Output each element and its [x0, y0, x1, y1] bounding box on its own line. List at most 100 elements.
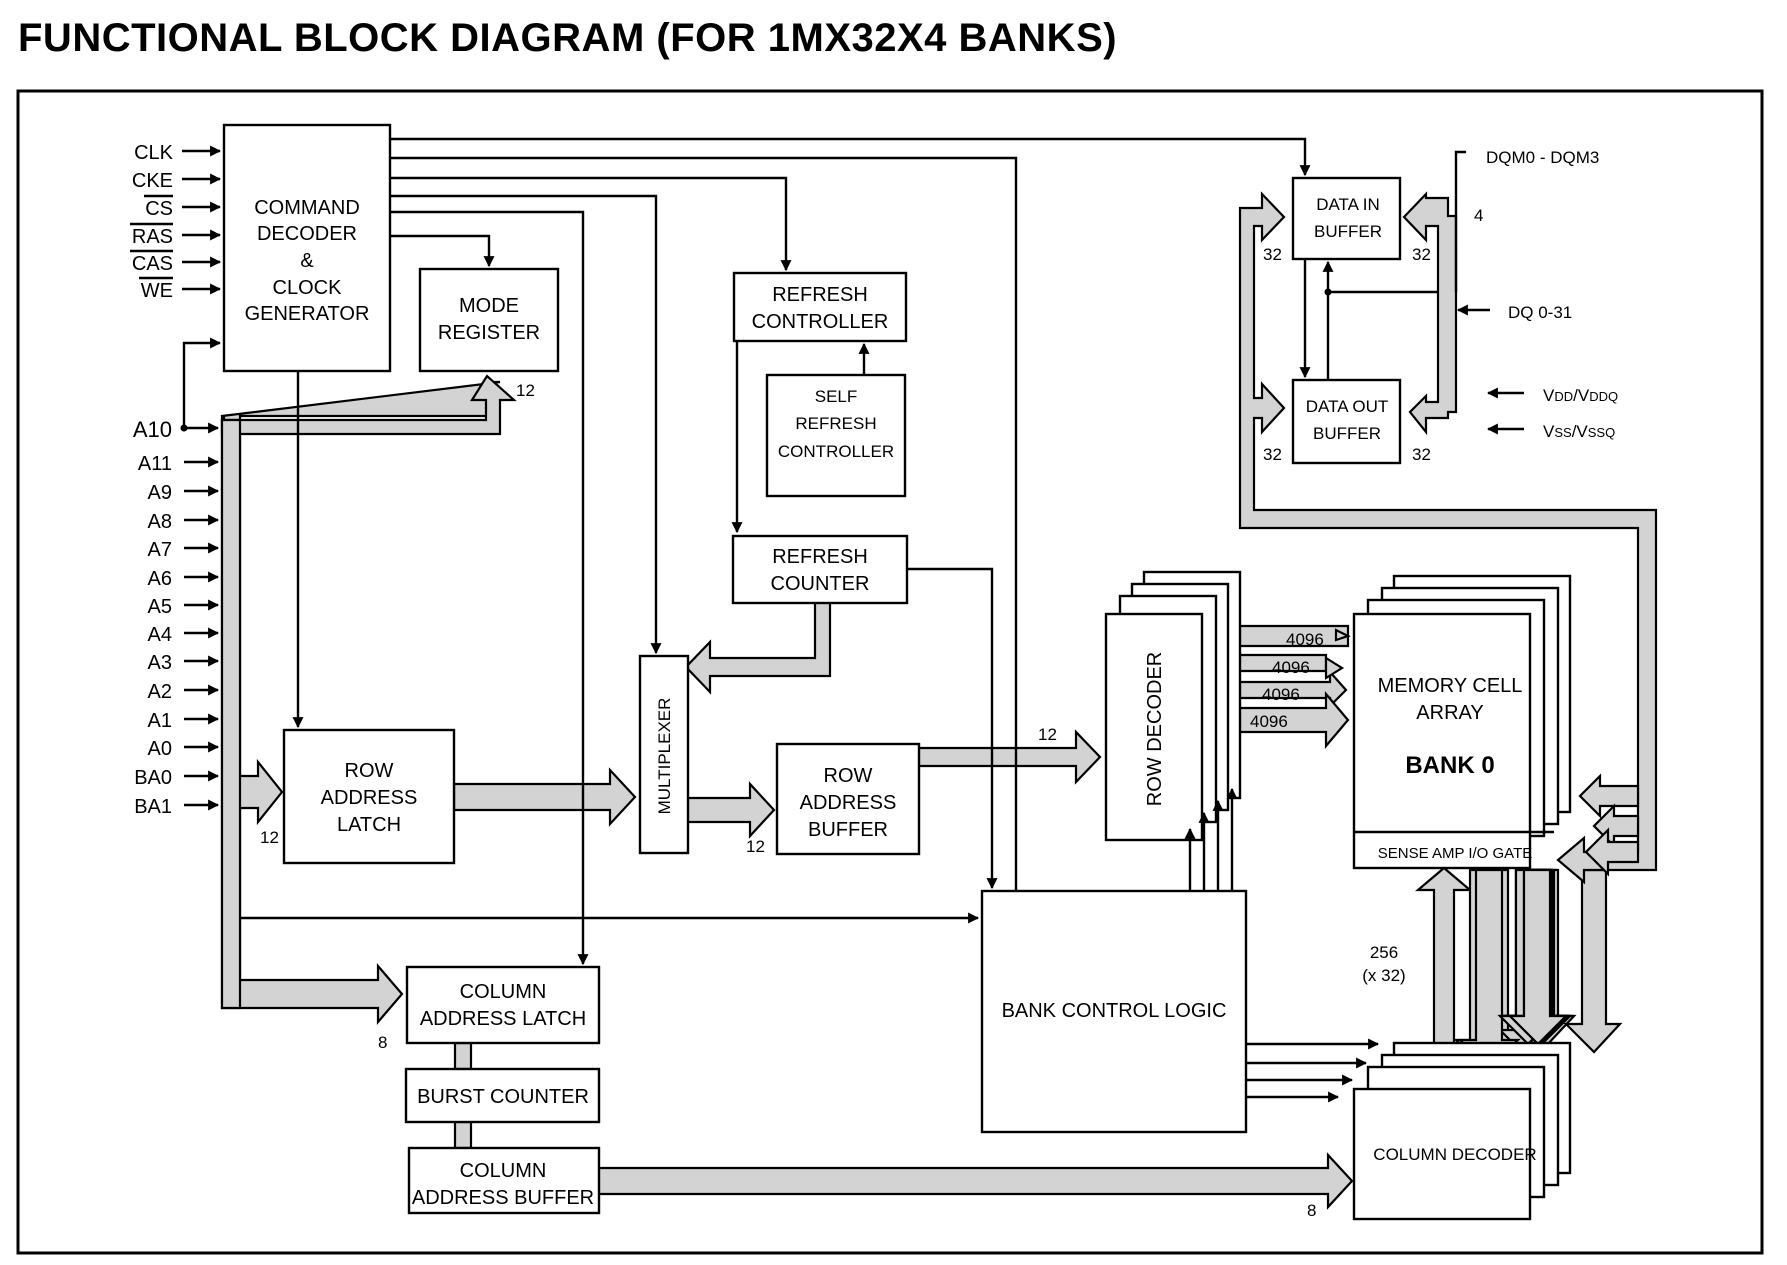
- vss-label: VSS/VSSQ: [1543, 422, 1615, 441]
- cmd-to-mux-line: [390, 194, 662, 655]
- multiplexer: MULTIPLEXER: [638, 654, 690, 855]
- bank-control-logic: BANK CONTROL LOGIC: [980, 889, 1248, 1134]
- row-decoder-label: ROW DECODER: [1144, 652, 1166, 806]
- bank-label: BANK 0: [1405, 752, 1494, 779]
- svg-text:A2: A2: [148, 681, 172, 703]
- svg-text:A4: A4: [148, 624, 172, 646]
- svg-text:MEMORY CELL: MEMORY CELL: [1378, 675, 1523, 697]
- svg-text:BUFFER: BUFFER: [808, 819, 888, 841]
- latch-to-mux-bus: [452, 767, 637, 827]
- svg-text:32: 32: [1263, 245, 1282, 264]
- svg-text:SELF: SELF: [815, 387, 858, 406]
- column-bus-21: [1507, 868, 1569, 1046]
- cke-label: CKE: [132, 170, 173, 192]
- svg-text:A8: A8: [148, 511, 172, 533]
- svg-text:COMMAND: COMMAND: [254, 197, 360, 219]
- row-bus-2-head: [1324, 656, 1345, 680]
- svg-text:BUFFER: BUFFER: [1314, 222, 1382, 241]
- control-input-arrows: [182, 145, 222, 295]
- svg-text:ADDRESS BUFFER: ADDRESS BUFFER: [412, 1187, 594, 1209]
- svg-text:LATCH: LATCH: [337, 814, 401, 836]
- svg-text:COUNTER: COUNTER: [771, 573, 870, 595]
- self-refresh-controller: SELF REFRESH CONTROLLER: [765, 373, 907, 498]
- address-labels: A10 A11 A9 A8 A7 A6 A5 A4 A3 A2 A1 A0 BA…: [133, 417, 172, 818]
- svg-text:COLUMN DECODER: COLUMN DECODER: [1373, 1145, 1536, 1164]
- svg-text:DECODER: DECODER: [257, 223, 357, 245]
- memory-array-stack: MEMORY CELL ARRAY BANK 0 SENSE AMP I/O G…: [1352, 574, 1572, 870]
- page-title: FUNCTIONAL BLOCK DIAGRAM (FOR 1MX32X4 BA…: [18, 16, 1118, 60]
- cs-label: CS: [145, 198, 173, 220]
- svg-text:CONTROLLER: CONTROLLER: [778, 442, 894, 461]
- svg-text:ARRAY: ARRAY: [1416, 702, 1483, 724]
- svg-text:A7: A7: [148, 539, 172, 561]
- svg-text:&: &: [300, 250, 314, 272]
- svg-text:ADDRESS: ADDRESS: [800, 792, 897, 814]
- bank-to-coldec-lines: [1246, 1038, 1380, 1103]
- address-input-arrows: [184, 422, 220, 811]
- svg-text:ROW: ROW: [824, 765, 873, 787]
- svg-text:BANK CONTROL LOGIC: BANK CONTROL LOGIC: [1002, 1000, 1227, 1022]
- cmd-to-column-latch-line: [390, 210, 589, 966]
- data-out-buffer: DATA OUT BUFFER: [1291, 378, 1402, 465]
- svg-text:12: 12: [1038, 725, 1057, 744]
- svg-text:CONTROLLER: CONTROLLER: [752, 311, 889, 333]
- svg-text:BA1: BA1: [134, 796, 172, 818]
- dq-label: DQ 0-31: [1508, 303, 1572, 322]
- sense-amp-label: SENSE AMP I/O GATE: [1378, 845, 1533, 862]
- bus-width-labels: 12 12 12 12 4096 4096 4096 4096 8 8 256 …: [260, 206, 1483, 1220]
- counter-to-mux-bus: [684, 600, 832, 695]
- coladdr-to-coldec-bus: [596, 1152, 1354, 1210]
- command-decoder: COMMAND DECODER & CLOCK GENERATOR: [222, 123, 392, 373]
- sense-bus-3: [1584, 827, 1640, 877]
- svg-text:A6: A6: [148, 568, 172, 590]
- svg-text:4096: 4096: [1250, 712, 1288, 731]
- a10-feedback-line: [182, 337, 222, 428]
- diagram-frame: [16, 89, 1764, 1255]
- data-loop-bus: [1238, 191, 1658, 885]
- svg-text:MODE: MODE: [459, 295, 519, 317]
- clk-to-data-in-line: [390, 137, 1311, 177]
- svg-text:256: 256: [1370, 943, 1398, 962]
- svg-text:COLUMN: COLUMN: [460, 1160, 547, 1182]
- svg-text:REFRESH: REFRESH: [772, 546, 868, 568]
- svg-text:8: 8: [1307, 1201, 1316, 1220]
- cmd-to-bank-control-line: [390, 156, 1018, 891]
- ras-label: RAS: [132, 226, 173, 248]
- svg-text:COLUMN: COLUMN: [460, 981, 547, 1003]
- a10-label: A10: [133, 417, 172, 442]
- svg-text:ROW: ROW: [345, 760, 394, 782]
- svg-text:8: 8: [378, 1033, 387, 1052]
- refresh-counter: REFRESH COUNTER: [731, 534, 909, 605]
- counter-to-bank-line: [907, 567, 998, 890]
- svg-text:BUFFER: BUFFER: [1313, 424, 1381, 443]
- svg-text:4: 4: [1474, 206, 1483, 225]
- column-bus-17: [1563, 868, 1623, 1054]
- data-in-buffer: DATA IN BUFFER: [1291, 176, 1402, 261]
- svg-text:12: 12: [516, 381, 535, 400]
- svg-text:32: 32: [1263, 445, 1282, 464]
- svg-text:CLOCK: CLOCK: [273, 277, 343, 299]
- svg-text:12: 12: [260, 828, 279, 847]
- svg-text:32: 32: [1412, 445, 1431, 464]
- dqm-line: [1454, 150, 1466, 292]
- svg-text:A5: A5: [148, 596, 172, 618]
- signal-labels: DQM0 - DQM3 DQ 0-31 VDD/VDDQ VSS/VSSQ: [1486, 148, 1618, 441]
- cmd-to-refresh-line: [390, 176, 792, 272]
- svg-text:(x 32): (x 32): [1362, 966, 1405, 985]
- refresh-controller: REFRESH CONTROLLER: [732, 271, 908, 343]
- svg-text:A11: A11: [138, 453, 172, 475]
- svg-text:ADDRESS: ADDRESS: [321, 787, 418, 809]
- clk-label: CLK: [134, 142, 174, 164]
- buffer-to-rowdec-bus: [914, 729, 1102, 785]
- row-decoder-stack: ROW DECODER: [1104, 570, 1242, 842]
- svg-text:REFRESH: REFRESH: [772, 284, 868, 306]
- svg-text:BURST COUNTER: BURST COUNTER: [417, 1086, 589, 1108]
- row-address-latch: ROW ADDRESS LATCH: [282, 728, 456, 865]
- cmd-to-mode-register-line: [390, 234, 495, 268]
- burst-buffer-link: [453, 1120, 473, 1150]
- svg-text:DATA OUT: DATA OUT: [1306, 397, 1389, 416]
- burst-counter: BURST COUNTER: [404, 1067, 601, 1124]
- column-address-latch: COLUMN ADDRESS LATCH: [405, 965, 601, 1045]
- svg-text:ADDRESS LATCH: ADDRESS LATCH: [420, 1008, 586, 1030]
